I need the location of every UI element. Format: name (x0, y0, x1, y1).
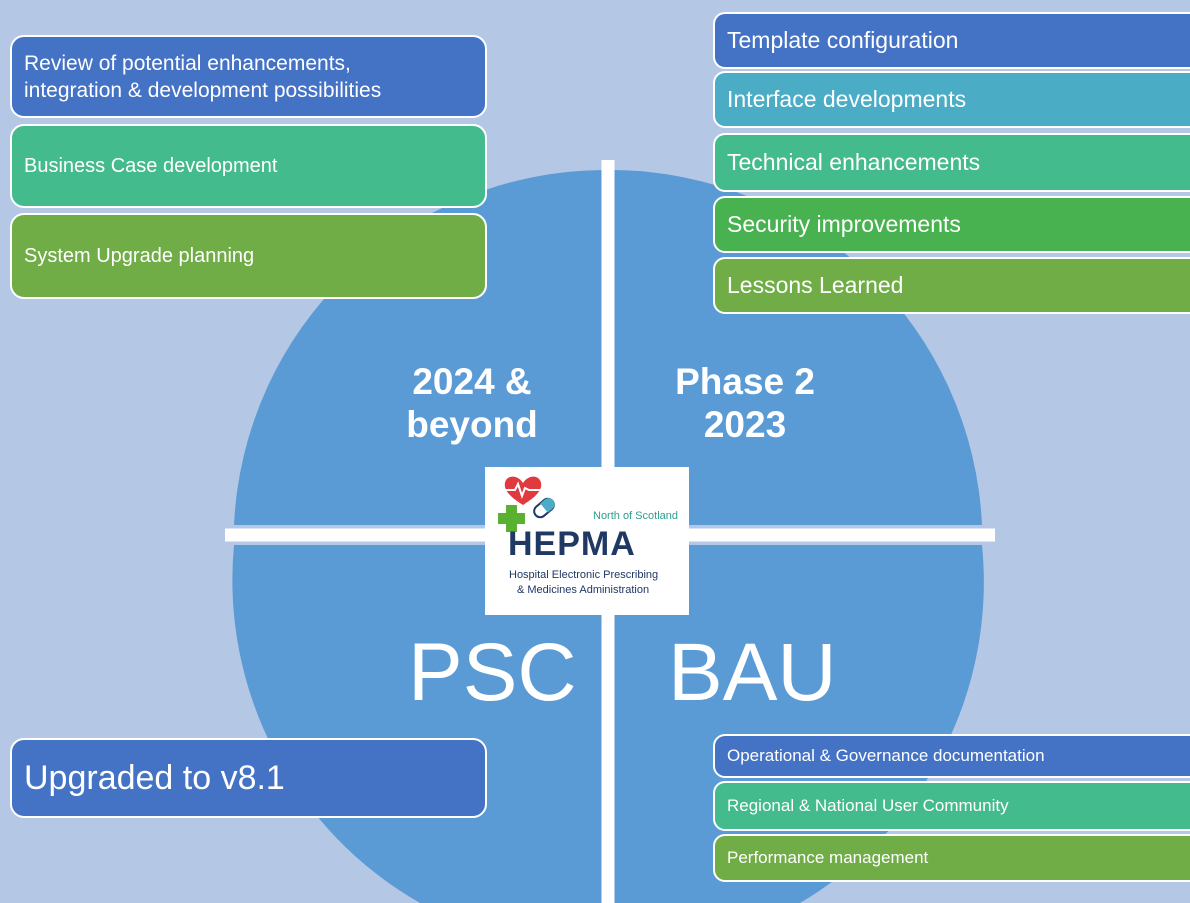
logo-line2: & Medicines Administration (517, 584, 650, 596)
quadrant-top-left (234, 170, 602, 525)
right-box-user-community-label: Regional & National User Community (727, 796, 1009, 815)
logo-region: North of Scotland (593, 510, 678, 522)
right-box-interface-label: Interface developments (727, 86, 967, 112)
quadrant-top-right (614, 170, 982, 525)
right-box-technical-label: Technical enhancements (727, 149, 981, 175)
capsule-icon (533, 497, 555, 519)
top-left-line1: 2024 & (412, 361, 532, 402)
right-box-performance: Performance management (713, 834, 1190, 882)
left-box-business-case: Business Case development (10, 124, 487, 208)
logo-line1: Hospital Electronic Prescribing (509, 569, 659, 581)
right-box-security-label: Security improvements (727, 211, 961, 237)
cross-horizontal (498, 513, 525, 524)
right-box-operational: Operational & Governance documentation (713, 734, 1190, 778)
top-right-line1: Phase 2 (675, 361, 815, 402)
quadrant-label-psc: PSC (408, 627, 577, 718)
right-box-operational-label: Operational & Governance documentation (727, 746, 1045, 765)
left-box-upgraded: Upgraded to v8.1 (10, 738, 487, 818)
left-box-upgraded-label: Upgraded to v8.1 (24, 758, 285, 797)
heartbeat-line (505, 481, 541, 499)
left-box-review-line1: Review of potential enhancements, (24, 51, 351, 75)
right-box-security: Security improvements (713, 196, 1190, 253)
left-box-review: Review of potential enhancements, integr… (10, 35, 487, 118)
right-box-performance-label: Performance management (727, 848, 929, 867)
logo-graphic (498, 476, 555, 532)
left-box-business-case-label: Business Case development (24, 154, 278, 177)
right-box-user-community: Regional & National User Community (713, 781, 1190, 831)
top-left-line2: beyond (406, 404, 538, 445)
left-box-upgrade-planning: System Upgrade planning (10, 213, 487, 299)
quadrant-label-bau: BAU (668, 627, 837, 718)
right-box-lessons-label: Lessons Learned (727, 272, 904, 298)
right-box-template: Template configuration (713, 12, 1190, 69)
quadrant-label-top-right: Phase 2 2023 (660, 360, 830, 446)
logo-name: HEPMA (508, 525, 636, 563)
right-box-lessons: Lessons Learned (713, 257, 1190, 314)
top-right-line2: 2023 (703, 404, 787, 445)
left-box-review-line2: integration & development possibilities (24, 78, 382, 102)
quadrant-label-top-left: 2024 & beyond (392, 360, 552, 446)
hepma-logo: North of Scotland HEPMA Hospital Electro… (485, 467, 689, 615)
right-box-interface: Interface developments (713, 71, 1190, 128)
left-box-upgrade-planning-label: System Upgrade planning (24, 244, 255, 267)
right-box-template-label: Template configuration (727, 27, 959, 53)
right-box-technical: Technical enhancements (713, 133, 1190, 192)
